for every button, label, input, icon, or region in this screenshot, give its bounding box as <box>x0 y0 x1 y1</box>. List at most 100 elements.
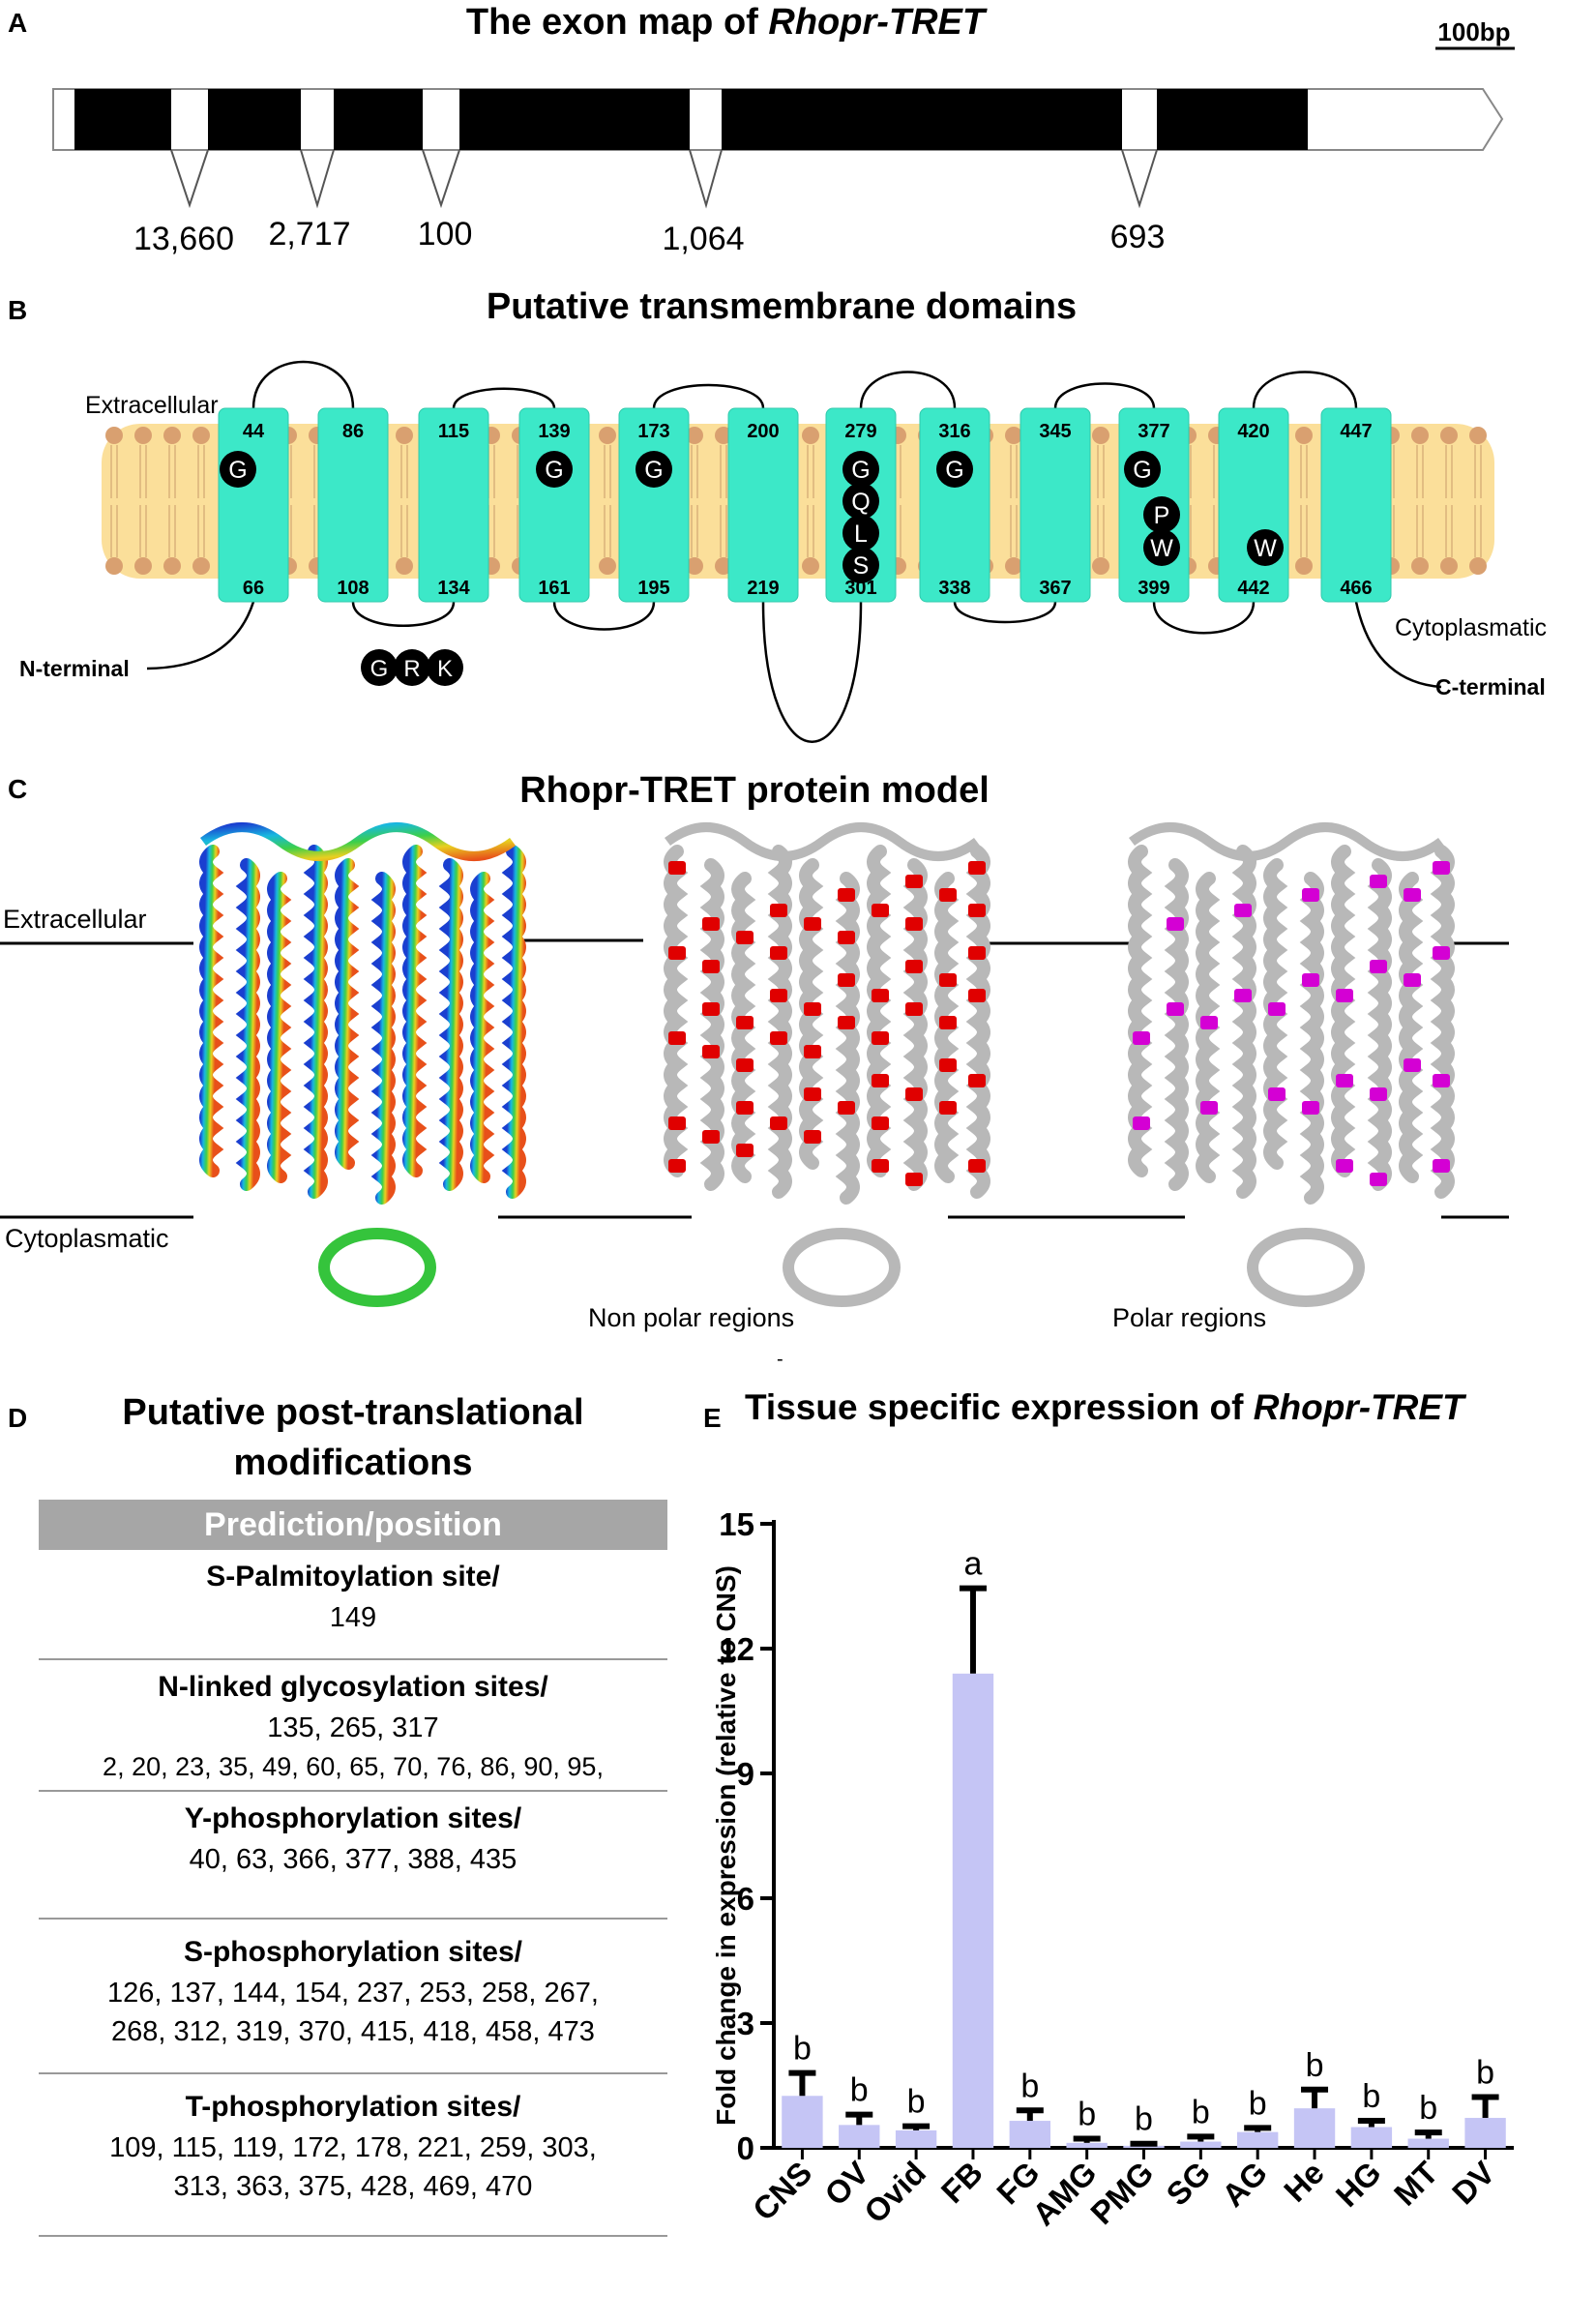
lipid-tail <box>197 445 205 557</box>
exon-3 <box>334 89 423 150</box>
intron-4-size: 1,064 <box>662 221 744 257</box>
panel-a-title-plain: The exon map of <box>465 2 769 43</box>
accent-segment <box>905 1173 923 1186</box>
accent-segment <box>905 875 923 888</box>
bar-cns <box>782 2096 823 2148</box>
accent-segment <box>1302 888 1319 902</box>
bar-ag <box>1237 2131 1279 2148</box>
ptm-row-title: T-phosphorylation sites/ <box>185 2091 521 2123</box>
stray-dash: - <box>777 1349 783 1370</box>
lipid-tail <box>1416 445 1424 557</box>
ptm-row-t-phosphorylation: T-phosphorylation sites/ 109, 115, 119, … <box>39 2074 667 2237</box>
bar-dv <box>1464 2118 1506 2148</box>
x-tick-label: HG <box>1329 2155 1388 2214</box>
topology-diagram: 4466G86108115134139161G173195G2002192793… <box>19 360 1547 743</box>
accent-segment <box>804 917 821 931</box>
exon-6 <box>1157 89 1308 150</box>
helix-ribbon <box>1399 872 1424 1183</box>
residue-G <box>220 451 256 488</box>
helix-start-position: 44 <box>243 421 265 442</box>
accent-segment <box>1336 1159 1353 1173</box>
x-tick-label: AG <box>1215 2155 1274 2214</box>
significance-letter: b <box>1362 2078 1380 2115</box>
accent-segment <box>668 1031 686 1045</box>
accent-segment <box>668 1116 686 1130</box>
ptm-row-title: S-phosphorylation sites/ <box>183 1936 523 1968</box>
panel-d-title: Putative post-translational modification… <box>39 1387 667 1488</box>
accent-segment <box>770 989 787 1002</box>
y-tick-label: 6 <box>737 1881 754 1917</box>
helix-end-position: 367 <box>1039 578 1071 599</box>
helix-end-position: 219 <box>747 578 779 599</box>
loops <box>251 360 1358 743</box>
accent-segment <box>872 1116 889 1130</box>
helix-end-position: 161 <box>538 578 570 599</box>
y-tick-label: 0 <box>737 2130 754 2166</box>
significance-letter: b <box>1249 2085 1267 2122</box>
lipid-head <box>1469 427 1487 444</box>
accent-segment <box>1133 1116 1150 1130</box>
lipid-head <box>802 427 819 444</box>
helix-start-position: 420 <box>1237 421 1269 442</box>
lipid-head <box>1295 557 1313 575</box>
exon-1 <box>74 89 171 150</box>
helix-end-position: 442 <box>1237 578 1269 599</box>
lipid-tail <box>1474 445 1482 557</box>
helix-end-position: 301 <box>844 578 876 599</box>
accent-segment <box>939 1101 957 1115</box>
ptm-table: Prediction/position S-Palmitoylation sit… <box>39 1500 667 2237</box>
accent-segment <box>770 1116 787 1130</box>
accent-segment <box>905 1087 923 1101</box>
accent-segment <box>1268 1087 1286 1101</box>
accent-segment <box>968 989 986 1002</box>
bar-fb <box>952 1673 994 2148</box>
residue-G <box>936 451 973 488</box>
bar-he <box>1293 2108 1336 2148</box>
intron-1-size: 13,660 <box>133 221 234 257</box>
helix-ribbon <box>402 845 428 1177</box>
c-terminal-label: C-terminal <box>1435 674 1546 700</box>
ptm-row-positions: 268, 312, 319, 370, 415, 418, 458, 473 <box>111 2016 595 2047</box>
accent-segment <box>1302 973 1319 987</box>
accent-segment <box>804 1045 821 1058</box>
accent-segment <box>1167 1002 1184 1016</box>
helix-2 <box>317 407 389 603</box>
ptm-table-header: Prediction/position <box>39 1500 667 1550</box>
residue-G <box>1124 451 1161 488</box>
lipid-tail <box>720 445 727 557</box>
accent-segment <box>838 888 855 902</box>
lipid-head <box>396 557 413 575</box>
helix-ribbon <box>267 872 292 1183</box>
ptm-row-positions: 313, 363, 375, 428, 469, 470 <box>173 2171 533 2202</box>
y-tick-label: 12 <box>719 1631 754 1667</box>
lipid-head <box>1440 427 1458 444</box>
n-terminal-tail <box>146 601 255 670</box>
accent-segment <box>736 1016 754 1029</box>
accent-segment <box>1200 1101 1218 1115</box>
top-loops <box>200 822 516 861</box>
exon-5 <box>722 89 1122 150</box>
significance-letter: b <box>850 2072 869 2109</box>
lipid-tail <box>139 445 147 557</box>
scale-bar-label: 100bp <box>1437 17 1510 46</box>
protein-model-rainbow <box>199 822 526 1307</box>
figure: A The exon map of Rhopr-TRET 100bp 13,66… <box>0 2 1547 2237</box>
helix-ribbon <box>835 872 860 1205</box>
accent-segment <box>668 861 686 875</box>
intron-3-size: 100 <box>418 216 473 253</box>
accent-segment <box>1404 1058 1421 1072</box>
y-tick-label: 3 <box>737 2006 754 2041</box>
lipid-head <box>1440 557 1458 575</box>
significance-letter: a <box>964 1546 983 1583</box>
helix-ribbon <box>965 845 990 1199</box>
ptm-row-palmitoylation: S-Palmitoylation site/ 149 <box>39 1550 667 1660</box>
accent-segment <box>1167 917 1184 931</box>
accent-segment <box>702 1130 720 1144</box>
lipid-head <box>1469 557 1487 575</box>
accent-segment <box>1133 1031 1150 1045</box>
helix-start-position: 115 <box>438 421 469 442</box>
accent-segment <box>736 1058 754 1072</box>
lipid-head <box>105 427 123 444</box>
ptm-row-positions: 2, 20, 23, 35, 49, 60, 65, 70, 76, 86, 9… <box>103 1752 604 1781</box>
ptm-row-positions: 40, 63, 366, 377, 388, 435 <box>189 1844 517 1875</box>
